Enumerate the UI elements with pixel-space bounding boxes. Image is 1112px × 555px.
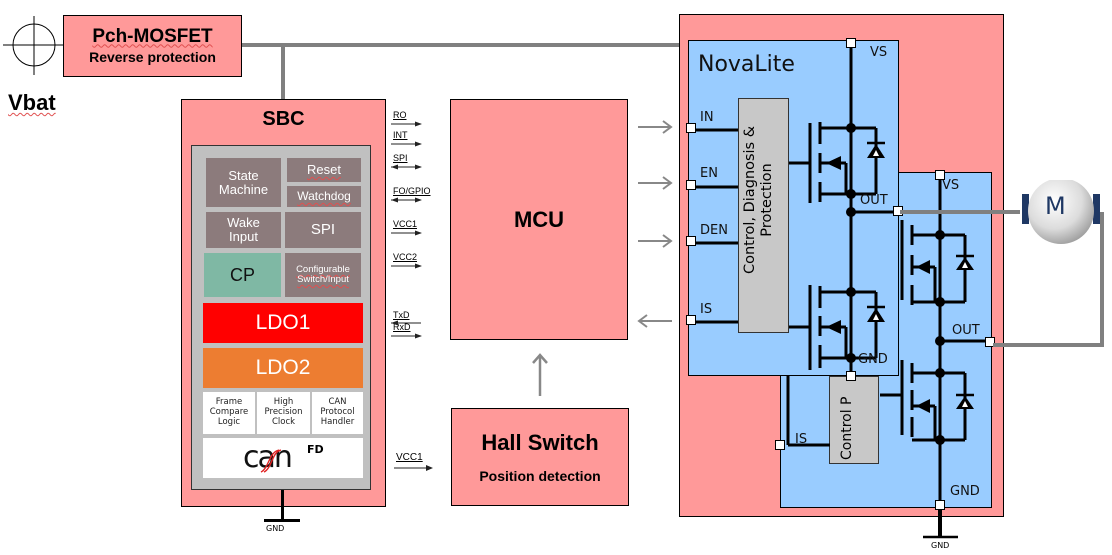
configurable-switch-module: Configurable Switch/Input xyxy=(285,253,361,297)
novalite-control-block xyxy=(738,98,789,333)
novalite-en-pin xyxy=(686,180,696,190)
novalite-2-gnd-label: GND xyxy=(950,484,980,499)
hall-switch-title: Hall Switch xyxy=(481,430,599,455)
sbc-gnd-wire xyxy=(281,490,284,520)
can-protocol-label: CAN Protocol Handler xyxy=(320,397,355,427)
precision-clock-label: High Precision Clock xyxy=(264,397,303,427)
novalite-circuit xyxy=(693,45,898,372)
hall-vcc1-label: VCC1 xyxy=(396,452,423,463)
supply-wire xyxy=(242,43,687,47)
signal-label: FO/GPIO xyxy=(393,186,431,196)
can-protocol-module: CAN Protocol Handler xyxy=(312,392,363,434)
ldo2-label: LDO2 xyxy=(255,355,311,379)
wake-input-module: Wake Input xyxy=(206,212,281,248)
novalite-chip xyxy=(688,40,899,376)
novalite-gnd-label: GND xyxy=(931,541,950,550)
sbc-title: SBC xyxy=(262,108,305,130)
signal-arrow-icon xyxy=(391,121,422,127)
frame-compare-module: Frame Compare Logic xyxy=(203,392,255,434)
novalite-2-vs-label: VS xyxy=(942,178,960,193)
novalite-vs-pin xyxy=(846,38,856,48)
novalite-2-is-label: IS xyxy=(795,432,808,447)
can-fd-label: FD xyxy=(307,443,324,456)
cp-module: CP xyxy=(204,253,281,297)
signal-label: TxD xyxy=(393,310,410,320)
ldo2-module: LDO2 xyxy=(203,348,363,388)
signal-arrow-icon xyxy=(391,333,422,339)
novalite-2-is-pin xyxy=(775,440,785,450)
wake-input-label: Wake Input xyxy=(227,215,260,244)
novalite-2-control-block xyxy=(829,376,879,464)
hall-to-mcu-arrow-icon xyxy=(532,353,548,396)
novalite-is-label: IS xyxy=(700,302,713,317)
signal-arrow-icon xyxy=(391,164,422,170)
hall-vcc1-arrow-icon xyxy=(394,465,433,471)
novalite-2-out-pin xyxy=(985,337,995,347)
vbat-source-icon xyxy=(3,16,63,75)
novalite-den-label: DEN xyxy=(700,223,728,238)
sbc-gnd-symbol xyxy=(264,519,300,522)
ldo1-label: LDO1 xyxy=(255,310,311,334)
signal-arrow-icon xyxy=(391,141,422,147)
pch-mosfet-block: Pch-MOSFET Reverse protection xyxy=(63,15,242,77)
signal-label: RO xyxy=(393,110,407,120)
novalite-den-pin xyxy=(686,236,696,246)
signal-arrow-icon xyxy=(391,230,422,236)
state-machine-label: State Machine xyxy=(218,167,269,197)
signal-arrow-icon xyxy=(391,197,422,203)
signal-label: RxD xyxy=(393,322,411,332)
reset-label: Reset xyxy=(307,162,341,178)
precision-clock-module: High Precision Clock xyxy=(257,392,310,434)
mcu-title: MCU xyxy=(513,206,565,232)
signal-arrow-icon xyxy=(391,263,422,269)
txd-arrow-icon xyxy=(391,320,421,326)
can-fd-module: can FD xyxy=(203,438,363,478)
signal-label: VCC1 xyxy=(393,219,418,229)
vbat-label: Vbat xyxy=(8,90,56,115)
ldo1-module: LDO1 xyxy=(203,303,363,343)
motor-wire-2 xyxy=(993,343,1104,347)
configurable-switch-label: Configurable Switch/Input xyxy=(296,264,350,285)
cp-label: CP xyxy=(229,264,255,285)
sbc-gnd-label: GND xyxy=(266,524,285,533)
novalite-2-out-label: OUT xyxy=(952,323,980,338)
watchdog-label: Watchdog xyxy=(297,189,351,204)
mcu-block: MCU xyxy=(450,99,628,340)
novalite-2-gnd-pin xyxy=(935,500,945,510)
novalite-2-vs-pin xyxy=(935,170,945,180)
supply-wire-sbc xyxy=(281,45,285,100)
novalite-gnd-label-pin: GND xyxy=(858,352,888,367)
motor-wire-1 xyxy=(900,210,1020,214)
pch-mosfet-title: Pch-MOSFET xyxy=(92,25,213,47)
motor-label: M xyxy=(1045,192,1066,220)
mcu-novalite-arrows xyxy=(637,120,673,328)
novalite-gnd-pin xyxy=(846,371,856,381)
signal-label: INT xyxy=(393,130,408,140)
novalite-in-label: IN xyxy=(700,110,714,125)
novalite-vs-label: VS xyxy=(870,45,888,60)
watchdog-module: Watchdog xyxy=(287,186,361,207)
novalite-en-label: EN xyxy=(700,166,718,181)
novalite-title: NovaLite xyxy=(698,52,795,77)
hall-switch-block: Hall Switch Position detection xyxy=(451,408,629,506)
state-machine-module: State Machine xyxy=(206,158,281,207)
spi-label: SPI xyxy=(310,221,336,239)
frame-compare-label: Frame Compare Logic xyxy=(209,397,249,427)
signal-label: SPI xyxy=(393,153,408,163)
reset-module: Reset xyxy=(287,158,361,182)
novalite-out-label: OUT xyxy=(860,193,888,208)
motor-icon xyxy=(1022,180,1100,244)
hall-switch-subtitle: Position detection xyxy=(479,468,601,484)
novalite-in-pin xyxy=(686,123,696,133)
novalite-is-pin xyxy=(686,315,696,325)
can-logo-swoosh-icon xyxy=(260,449,281,473)
signal-label: VCC2 xyxy=(393,252,418,262)
spi-module: SPI xyxy=(285,212,361,248)
pch-mosfet-subtitle: Reverse protection xyxy=(89,49,216,66)
motor-wire-2-vertical xyxy=(1100,212,1104,346)
